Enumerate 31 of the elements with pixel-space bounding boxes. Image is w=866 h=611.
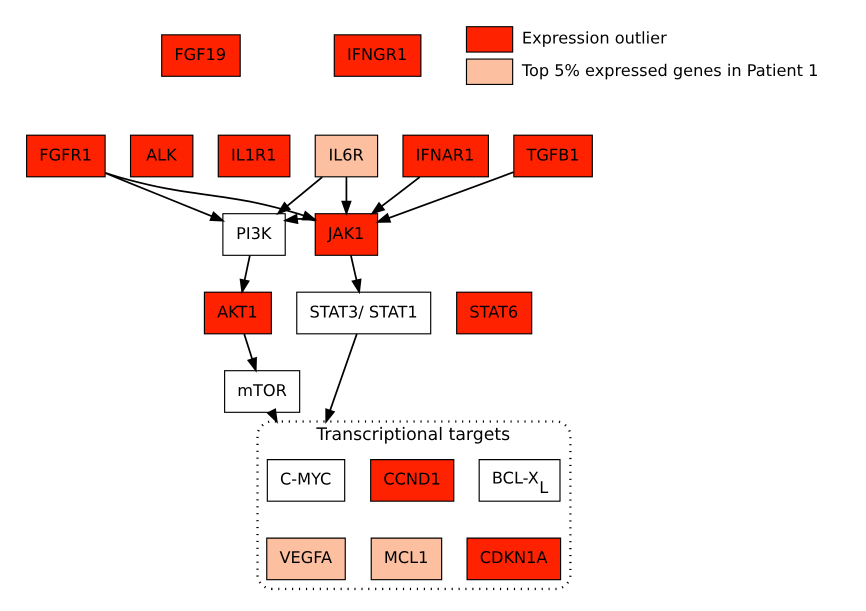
node-box: CCND1: [370, 459, 454, 502]
node-box: JAK1: [314, 213, 378, 256]
arrow: [282, 214, 316, 224]
arrow: [350, 255, 362, 294]
node-box: PI3K: [222, 213, 286, 256]
node-box: C-MYC: [266, 459, 346, 502]
arrow: [341, 177, 352, 216]
node-box: ALK: [130, 134, 194, 178]
arrow: [276, 176, 323, 216]
node-box: IL6R: [314, 134, 378, 178]
node-box: TGFB1: [513, 134, 593, 178]
arrow: [240, 256, 251, 294]
node-box: STAT3/ STAT1: [296, 292, 432, 334]
legend-label: Expression outlier: [522, 28, 667, 48]
node-box: STAT6: [456, 292, 532, 334]
arrow: [266, 408, 278, 424]
node-box: VEGFA: [266, 538, 346, 580]
node-box: AKT1: [204, 292, 272, 334]
arrow: [370, 176, 420, 216]
arrow: [243, 334, 257, 373]
node-box: IFNAR1: [402, 134, 489, 178]
node-box: IL1R1: [218, 134, 290, 178]
node-box: IFNGR1: [334, 34, 422, 77]
legend-label: Top 5% expressed genes in Patient 1: [522, 60, 818, 80]
node-box: FGF19: [161, 34, 241, 77]
arrow: [325, 334, 358, 424]
node-box: MCL1: [370, 538, 442, 580]
arrow: [105, 172, 226, 222]
node-box: CDKN1A: [466, 538, 562, 580]
arrow: [375, 171, 514, 223]
node-box: FGFR1: [26, 134, 106, 178]
